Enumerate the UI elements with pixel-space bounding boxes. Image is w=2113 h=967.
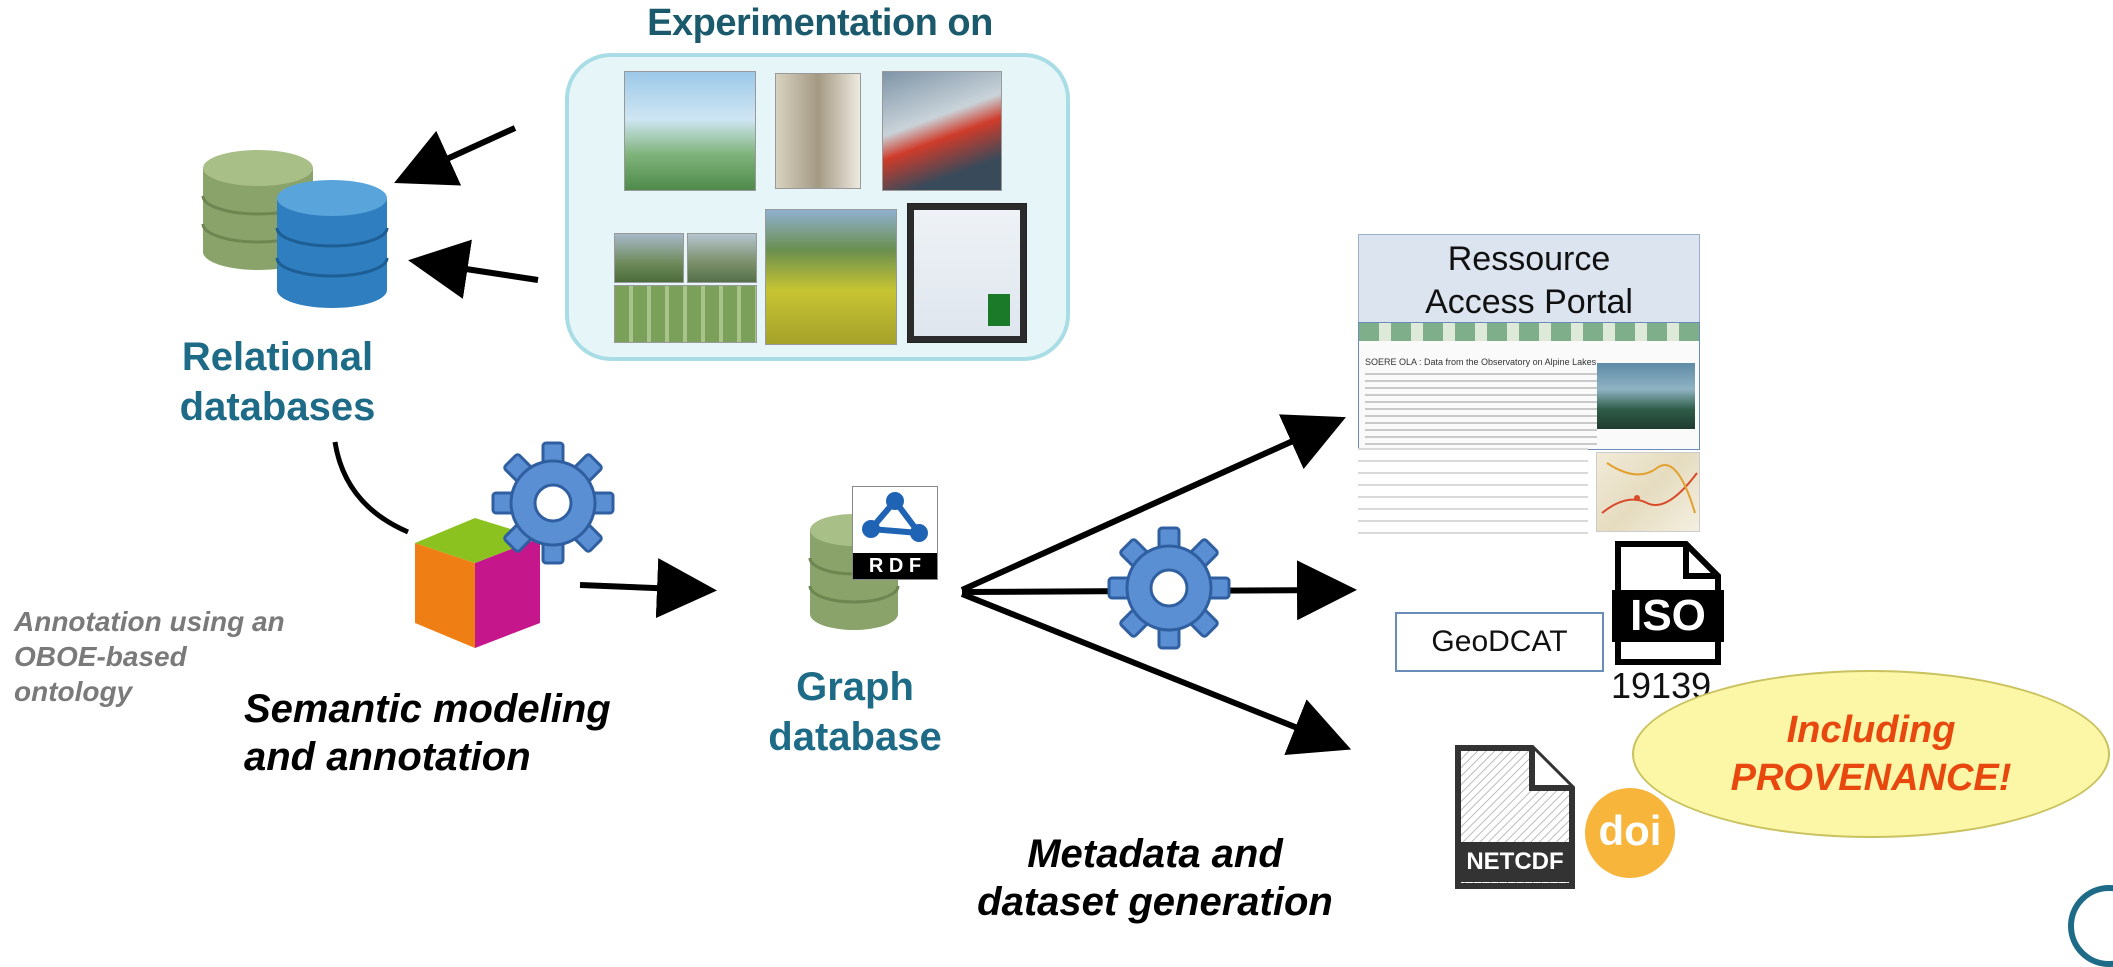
generation-gear-icon	[1107, 526, 1231, 650]
map-lines-icon	[1601, 462, 1698, 514]
provenance-callout: Including PROVENANCE!	[1632, 670, 2110, 838]
diagram-arrows	[332, 125, 1357, 756]
arrow-photos-to-db-2	[408, 239, 539, 299]
annotation-note: Annotation using an OBOE-based ontology	[14, 604, 285, 709]
meadow-fieldwork-photo	[765, 209, 897, 345]
rdf-graph-icon	[862, 492, 928, 542]
semantic-cube-icon	[415, 518, 540, 648]
annotation-note-line1: Annotation using an	[14, 606, 285, 637]
portal-lake-photo	[1597, 363, 1695, 429]
semantic-label-line2: and annotation	[244, 735, 531, 779]
field-sampling-photo	[882, 71, 1002, 191]
portal-banner	[1359, 323, 1699, 341]
blue-db-cylinder	[275, 180, 389, 308]
arrow-photos-to-db-1	[394, 125, 517, 186]
rdf-logo: R D F	[852, 486, 938, 580]
netcdf-label: NETCDF	[1466, 848, 1564, 875]
lab-room-photo	[775, 73, 861, 189]
experimentation-photo-panel	[565, 53, 1070, 361]
portal-text-lines	[1365, 373, 1597, 445]
portal-screenshot: SOERE OLA : Data from the Observatory on…	[1358, 322, 1700, 450]
resource-access-portal-header: Ressource Access Portal	[1358, 234, 1700, 326]
portal-page-title: SOERE OLA : Data from the Observatory on…	[1365, 357, 1597, 367]
graph-label-line1: Graph	[796, 665, 914, 709]
portal-download-list	[1358, 448, 1588, 538]
experimental-plots-photo	[614, 285, 757, 343]
relational-db-icon	[201, 150, 389, 308]
portal-map-thumbnail	[1596, 452, 1700, 532]
connector-db-to-semantic	[332, 441, 409, 535]
semantic-modeling-label: Semantic modeling and annotation	[244, 685, 611, 781]
netcdf-file-icon	[1455, 745, 1575, 889]
annotation-note-line2: OBOE-based	[14, 641, 187, 672]
rdf-text: R D F	[853, 553, 937, 579]
graph-database-label: Graph database	[745, 662, 965, 762]
semantic-label-line1: Semantic modeling	[244, 687, 611, 731]
portal-header-line1: Ressource	[1447, 240, 1611, 278]
provenance-line1: Including	[1786, 709, 1956, 751]
geodcat-box: GeoDCAT	[1395, 612, 1604, 672]
doi-badge: doi	[1585, 788, 1675, 878]
doi-text: doi	[1598, 807, 1662, 854]
relational-label-line1: Relational	[181, 335, 374, 379]
metadata-label-line1: Metadata and	[1027, 832, 1283, 876]
enclosure-field-photo-2	[687, 233, 757, 283]
relational-label-line2: databases	[179, 385, 376, 429]
metadata-label-line2: dataset generation	[977, 880, 1333, 924]
portal-header-line2: Access Portal	[1425, 283, 1633, 321]
metadata-generation-label: Metadata and dataset generation	[955, 830, 1355, 926]
annotation-note-line3: ontology	[14, 676, 133, 707]
graph-label-line2: database	[768, 715, 942, 759]
dome-enclosures-photo	[624, 71, 756, 191]
iso-badge-text: ISO	[1630, 591, 1706, 640]
arrow-graph-to-netcdf	[960, 591, 1352, 756]
enclosure-field-photo-1	[614, 233, 684, 283]
arrow-semantic-to-graph	[579, 558, 717, 619]
arrow-graph-to-portal	[960, 414, 1346, 593]
semantic-gear-icon	[491, 441, 615, 565]
provenance-line2: PROVENANCE!	[1730, 757, 2012, 799]
iso-file-icon	[1612, 541, 1724, 665]
data-tablet-photo	[907, 203, 1027, 343]
relational-databases-label: Relational databases	[155, 332, 400, 432]
